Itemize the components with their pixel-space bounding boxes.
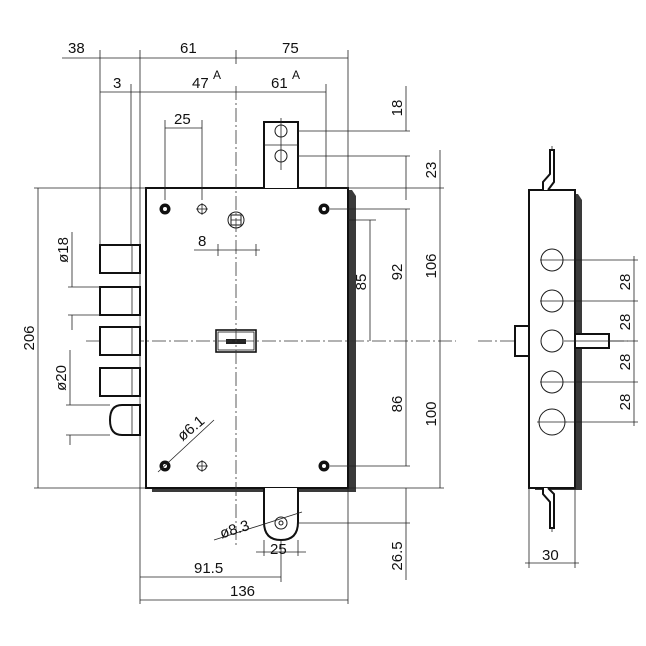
dim-75: 75	[282, 40, 299, 57]
dim-47: 47	[192, 75, 209, 92]
dimension-labels: 38 61 75 3 47 A 61 A 25 8 18 23 85 92 10…	[21, 40, 634, 600]
dim-23: 23	[423, 162, 440, 179]
dim-92: 92	[389, 264, 406, 281]
dim-47-superscript: A	[213, 68, 221, 82]
dim-phi18: ø18	[55, 237, 72, 263]
dim-206: 206	[21, 325, 38, 350]
dim-61: 61	[180, 40, 197, 57]
dim-136: 136	[230, 583, 255, 600]
side-bolt-3	[540, 329, 564, 353]
dim-side-28d: 28	[617, 394, 634, 411]
dim-3: 3	[113, 75, 121, 92]
dim-85: 85	[353, 274, 370, 291]
dim-side-28c: 28	[617, 354, 634, 371]
dim-25-top: 25	[174, 111, 191, 128]
front-view	[34, 50, 628, 604]
dim-100: 100	[423, 401, 440, 426]
dim-61a-superscript: A	[292, 68, 300, 82]
dim-91-5: 91.5	[194, 560, 223, 577]
side-body	[528, 189, 576, 489]
dim-38: 38	[68, 40, 85, 57]
dim-61a: 61	[271, 75, 288, 92]
side-cylinder	[514, 325, 530, 357]
dim-phi8-3: ø8.3	[218, 517, 252, 542]
dim-side-30: 30	[542, 547, 559, 564]
dim-18: 18	[389, 100, 406, 117]
dim-26-5: 26.5	[389, 541, 406, 570]
dimension-lines	[34, 50, 444, 604]
side-view	[514, 146, 638, 568]
dim-side-28b: 28	[617, 314, 634, 331]
dim-side-28a: 28	[617, 274, 634, 291]
top-latch	[263, 118, 299, 188]
bottom-latch	[263, 488, 299, 542]
dim-8: 8	[198, 233, 206, 250]
dim-25-bottom: 25	[270, 541, 287, 558]
dim-106: 106	[423, 253, 440, 278]
bolts	[99, 244, 141, 436]
dim-phi20: ø20	[53, 365, 70, 391]
dim-86: 86	[389, 396, 406, 413]
